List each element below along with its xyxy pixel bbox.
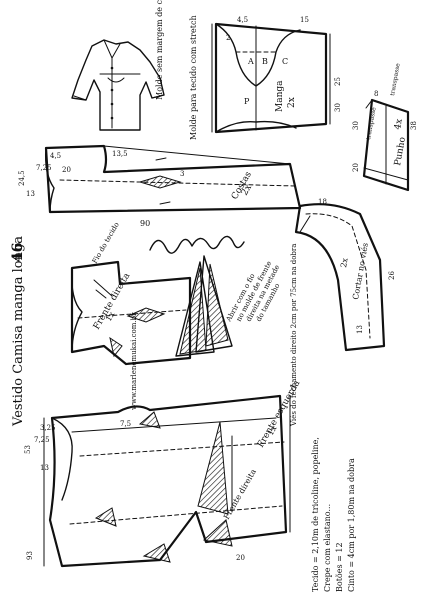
bias-piece (294, 203, 386, 352)
sleeve-sketch-caption: Molde sem margem de costura (155, 0, 164, 100)
back-dim-5: 20 (62, 166, 71, 174)
front-left-dim-4: 3,25 (40, 424, 56, 432)
bias-count: 2x (339, 257, 350, 268)
bias-dim-3: 13 (356, 325, 364, 334)
facing-note: Viés do fechamento direito 2cm por 75cm … (290, 244, 298, 427)
front-right-label: Frente direita (92, 271, 133, 332)
back-dim-3: 7,25 (36, 164, 52, 172)
bias-dim-1: 18 (318, 198, 327, 206)
materials-list: Tecido = 2,10m de tricoline, popeline, C… (311, 437, 356, 592)
dress-sketch (71, 39, 165, 131)
sleeve-side-2: 25 (334, 77, 342, 86)
cuff-dim-4: 38 (410, 121, 418, 130)
front-left-fold: Frente direita (222, 467, 258, 521)
sleeve-letter-c: C (282, 57, 288, 66)
sleeve-letter-b: B (262, 57, 268, 66)
back-dim-4: 4,5 (50, 152, 61, 160)
materials-line-2: Crepe com elastano... (323, 504, 332, 592)
sleeve-dim-1: 4,5 (237, 16, 248, 24)
back-dim-6: 3 (180, 170, 184, 178)
back-dim-2: 24,5 (18, 170, 26, 186)
pattern-title: Vestido Camisa manga longa (11, 236, 26, 427)
cuff-piece (362, 98, 410, 192)
website: www.marlenemukai.com.br (130, 312, 138, 410)
sleeve-label: Manga (275, 80, 285, 112)
bias-dim-2: 26 (388, 271, 396, 280)
sleeve-dim-3: 15 (300, 16, 309, 24)
front-left-dim-5: 93 (26, 551, 34, 560)
front-left-piece (43, 394, 291, 568)
front-left-dim-1: 13 (40, 464, 49, 472)
front-left-dim-7: 20 (236, 554, 245, 562)
cuff-label: Punho (393, 136, 408, 166)
cuff-note-2: transpasse (389, 62, 402, 96)
back-dim-8: 90 (140, 219, 150, 228)
cuff-note-1: transpasse (365, 106, 378, 140)
pattern-size: 46 (10, 243, 26, 262)
front-left-dim-2: 53 (24, 445, 32, 454)
materials-line-4: Cinto = 4cm por 1,80m na dobra (347, 458, 356, 592)
sleeve-piece (211, 22, 331, 134)
signature (149, 235, 245, 254)
fabric-note: Molde para tecido com stretch (189, 15, 198, 140)
back-dim-1: 13 (26, 190, 35, 198)
back-piece (44, 144, 302, 214)
cuff-count: 4x (393, 118, 405, 130)
sleeve-count: 2x (287, 97, 297, 108)
cuff-dim-2: 20 (352, 163, 360, 172)
sleeve-letter-p: P (244, 97, 250, 106)
back-label: Costas (230, 170, 254, 202)
front-left-dim-6: 7,5 (120, 420, 131, 428)
front-left-dim-3: 7,25 (34, 436, 50, 444)
sleeve-dim-2: 2 (226, 34, 230, 42)
fold-label: Fio do tecido (91, 221, 121, 265)
front-left-count: 1x (266, 424, 279, 437)
front-right-piece (70, 255, 233, 366)
cuff-dim-1: 30 (352, 121, 360, 130)
back-count: 2x (240, 183, 254, 197)
front-right-count: 1x (104, 310, 117, 323)
back-dim-7: 13,5 (112, 150, 128, 158)
sleeve-letter-a: A (247, 57, 254, 66)
cuff-dim-3: 8 (374, 90, 378, 98)
sleeve-side-1: 30 (334, 103, 342, 112)
materials-line-1: Tecido = 2,10m de tricoline, popeline, (311, 437, 320, 592)
materials-line-3: Botões = 12 (335, 542, 344, 592)
